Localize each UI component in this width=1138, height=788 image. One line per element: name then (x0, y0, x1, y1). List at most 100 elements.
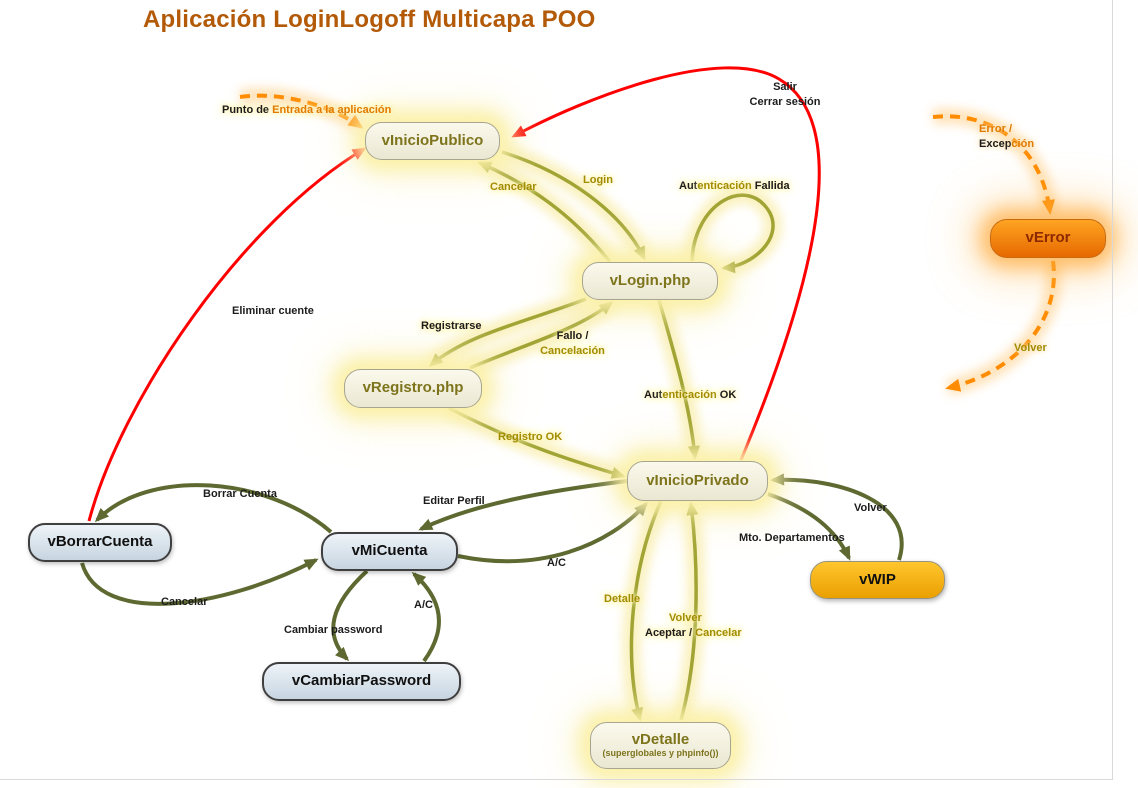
label-segment: Cambiar password (284, 624, 383, 636)
node-vcambiar-password: vCambiarPassword (262, 662, 461, 701)
label-segment: Error / (979, 123, 1013, 135)
label-segment: Detalle (604, 593, 641, 605)
edge-error-excepcion (932, 114, 1055, 215)
edge-label-volver-wip: Volver (854, 501, 887, 516)
label-segment: Editar Perfil (423, 495, 485, 507)
node-sublabel: (superglobales y phpinfo()) (602, 748, 719, 759)
edge-editar-perfil (418, 479, 628, 531)
edge-label-ac-password: A/C (414, 598, 433, 613)
label-segment: Login (583, 174, 613, 186)
label-segment: Aut (679, 180, 698, 192)
edge-volver-error (945, 260, 1056, 392)
edge-label-cambiar-password: Cambiar password (284, 623, 382, 638)
label-segment: enticación (662, 389, 717, 401)
page-edge-right (1112, 0, 1113, 780)
edge-login (501, 150, 646, 261)
label-segment: ción (1011, 137, 1035, 150)
edge-label-eliminar-cuenta: Eliminar cuente (232, 304, 314, 319)
edge-label-volver-detalle: Volver (669, 611, 702, 626)
label-segment: Borrar Cuenta (203, 488, 277, 500)
label-segment: Salir (773, 81, 797, 93)
edge-label-error-excepcion: Error / Excepción (979, 122, 1034, 152)
label-segment: Cerrar sesión (749, 95, 821, 108)
edge-ac-micuenta-privado (457, 501, 649, 564)
edge-label-ac-privado: A/C (547, 556, 566, 571)
edge-label-registro-ok: Registro OK (498, 430, 562, 445)
edge-ac-password (411, 572, 441, 663)
orange-glow-layer (238, 87, 1062, 396)
edge-label-borrar-cuenta: Borrar Cuenta (203, 487, 277, 502)
label-segment: A/C (414, 599, 433, 611)
label-segment: Eliminar cuente (232, 305, 314, 317)
edge-label-autenticacion-ok: Autenticación OK (644, 388, 736, 403)
edge-label-detalle: Detalle (604, 592, 640, 607)
label-segment: Cancelar (695, 627, 742, 639)
edge-fallo-cancelacion (469, 301, 614, 370)
label-segment: Excep (979, 137, 1012, 150)
edge-detalle (629, 500, 663, 722)
label-segment: Fallida (751, 180, 790, 192)
label-segment: Aceptar / (645, 627, 696, 639)
edge-label-fallo-cancelacion: Fallo / Cancelación (525, 329, 620, 359)
label-segment: Aut (644, 389, 663, 401)
diagram-title: Aplicación LoginLogoff Multicapa POO (143, 6, 596, 33)
page-edge-bottom (0, 779, 1113, 780)
node-label: vMiCuenta (351, 542, 428, 560)
edge-registrarse (428, 297, 587, 367)
edge-label-autenticacion-fallida: Autenticación Fallida (679, 179, 790, 194)
edge-label-registrarse: Registrarse (421, 319, 482, 334)
node-vinicio-publico: vInicioPublico (365, 122, 500, 160)
node-vlogin-php: vLogin.php (582, 262, 718, 300)
edge-volver-detalle (679, 501, 699, 721)
edge-label-cancelar-izquierda: Cancelar (161, 595, 207, 610)
node-label: vWIP (859, 570, 896, 588)
edge-mto-departamentos (767, 492, 851, 561)
edge-eliminar-cuenta (87, 147, 367, 522)
label-segment: Volver (854, 502, 887, 514)
node-label: vDetalle (631, 730, 690, 748)
node-vdetalle: vDetalle (superglobales y phpinfo()) (590, 722, 731, 769)
edge-registro-ok (448, 406, 626, 479)
edge-cambiar-password (331, 569, 369, 662)
node-vinicio-privado: vInicioPrivado (627, 461, 768, 501)
label-segment: Registro OK (498, 431, 563, 443)
node-label: vInicioPublico (381, 131, 484, 149)
label-segment: enticación (697, 180, 752, 192)
edge-autenticacion-ok (657, 299, 700, 460)
edge-volver-wip (770, 473, 904, 561)
label-segment: Registrarse (421, 320, 482, 332)
node-label: vRegistro.php (362, 379, 464, 397)
edge-label-volver-error: Volver (1014, 341, 1047, 356)
node-label: vCambiarPassword (291, 672, 432, 690)
label-segment: Mto. Departamentos (739, 532, 845, 544)
label-segment: Punto de (222, 104, 273, 116)
edge-salir-cerrar-sesion (511, 66, 821, 461)
node-vwip: vWIP (810, 561, 945, 599)
edge-label-cancelar-top: Cancelar (490, 180, 536, 195)
edge-cancelar-izquierda (80, 558, 319, 606)
edge-autenticacion-fallida-loop (690, 193, 775, 274)
edge-label-editar-perfil: Editar Perfil (423, 494, 485, 509)
node-label: vLogin.php (609, 271, 691, 289)
label-segment: A/C (547, 557, 566, 569)
label-segment: Cancelación (540, 344, 605, 357)
label-segment: Cancelar (161, 596, 208, 608)
edge-label-punto-entrada: Punto de Entrada a la aplicación (222, 103, 391, 118)
node-vborrar-cuenta: vBorrarCuenta (28, 523, 172, 562)
label-segment: Entrada a la aplicación (272, 104, 392, 116)
label-segment: Cancelar (490, 181, 537, 193)
edge-borrar-cuenta (94, 483, 333, 534)
label-segment: Fallo / (556, 330, 589, 342)
node-verror: vError (990, 219, 1106, 258)
node-label: vInicioPrivado (646, 471, 749, 489)
label-segment: Volver (669, 612, 702, 624)
node-label: vBorrarCuenta (47, 533, 153, 551)
node-label: vError (1025, 229, 1071, 247)
label-segment: OK (716, 389, 737, 401)
edge-label-mto-departamentos: Mto. Departamentos (739, 531, 845, 546)
edge-cancelar-top (477, 161, 612, 264)
edge-label-aceptar-cancelar: Aceptar / Cancelar (645, 626, 742, 641)
